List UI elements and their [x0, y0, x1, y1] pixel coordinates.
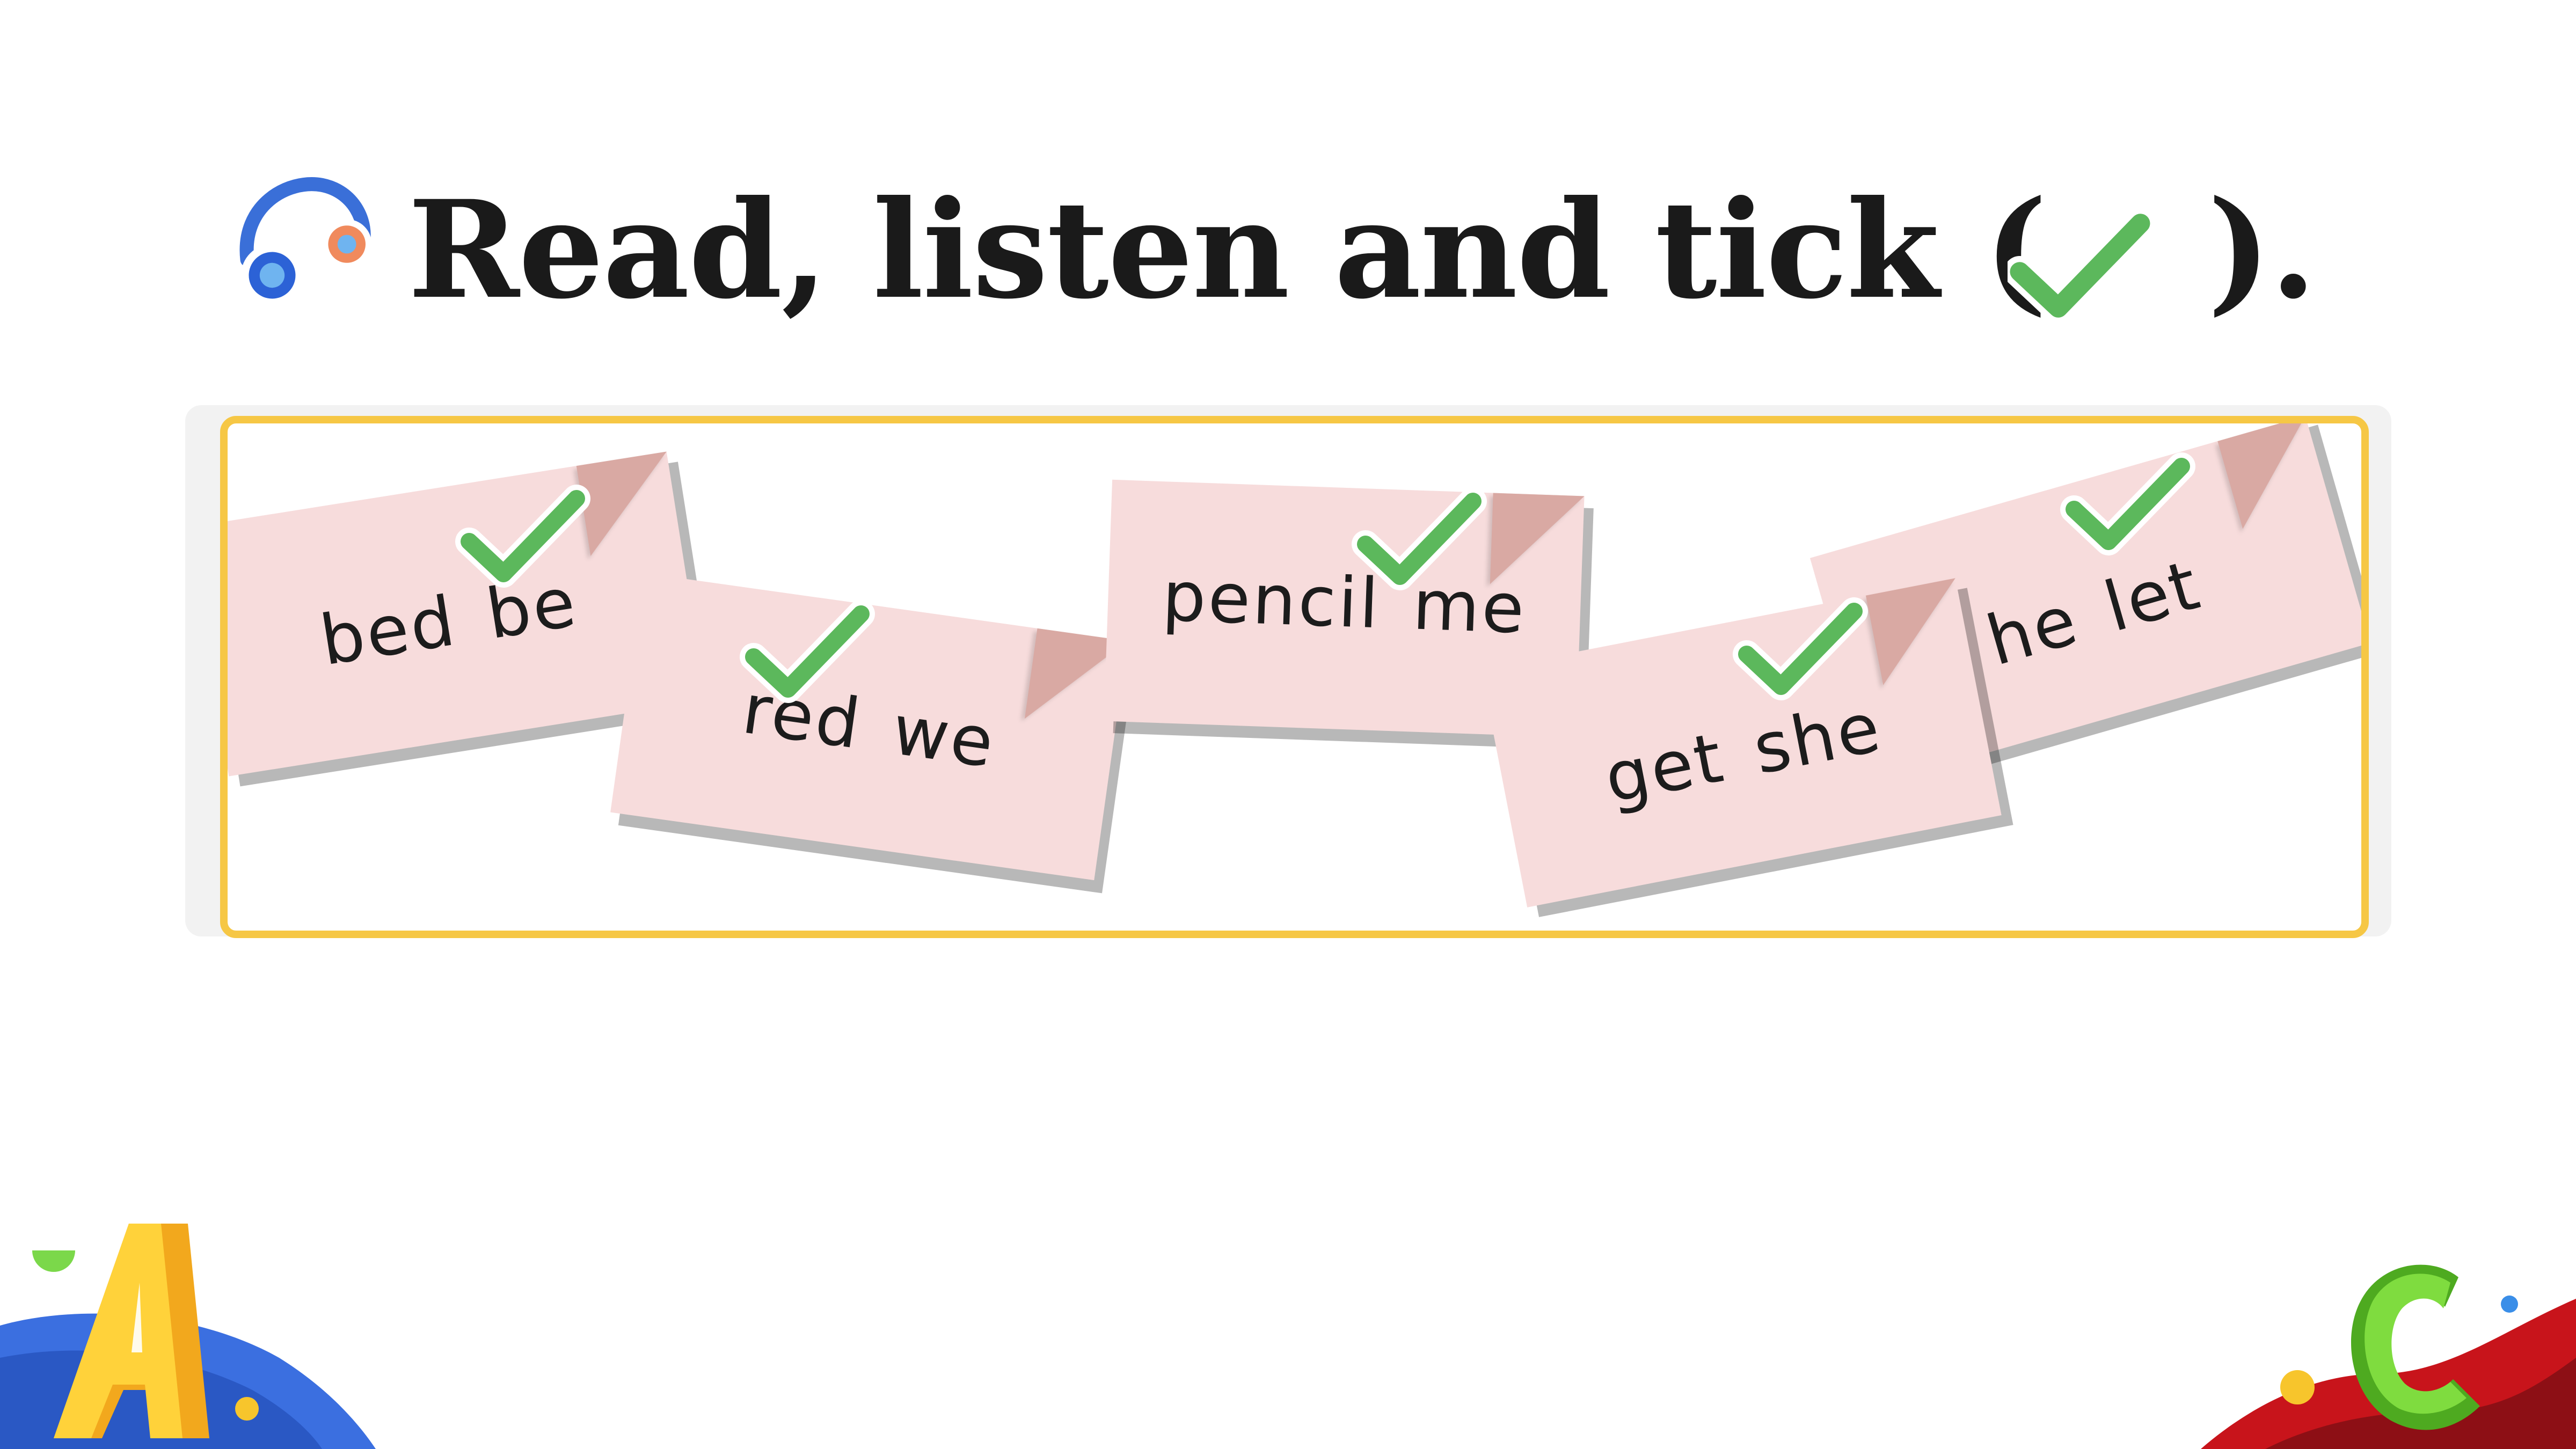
title-row: Read, listen and tick ().	[225, 161, 2317, 338]
title-text-before: Read, listen and tick (	[408, 171, 2048, 328]
note-word-1: he	[1978, 580, 2088, 682]
note-word-2: we	[887, 690, 1001, 784]
check-icon	[1733, 597, 1868, 700]
title-text-after: ).	[2207, 171, 2317, 328]
letter-c-icon	[2351, 1264, 2480, 1430]
check-icon	[740, 600, 875, 703]
note-word-2: she	[1747, 687, 1888, 791]
page-title: Read, listen and tick ().	[408, 161, 2317, 338]
check-icon	[455, 485, 590, 588]
headphones-icon	[234, 172, 376, 306]
note-word-1: get	[1598, 718, 1731, 819]
note-word-2: let	[2096, 545, 2209, 648]
check-icon	[2008, 208, 2152, 324]
check-icon	[1352, 487, 1487, 590]
note-word-1: pencil	[1161, 557, 1382, 645]
note-fold	[1865, 578, 1973, 685]
note-word-1: bed	[315, 581, 462, 682]
letter-a-icon	[54, 1224, 209, 1438]
check-icon	[2060, 452, 2195, 555]
